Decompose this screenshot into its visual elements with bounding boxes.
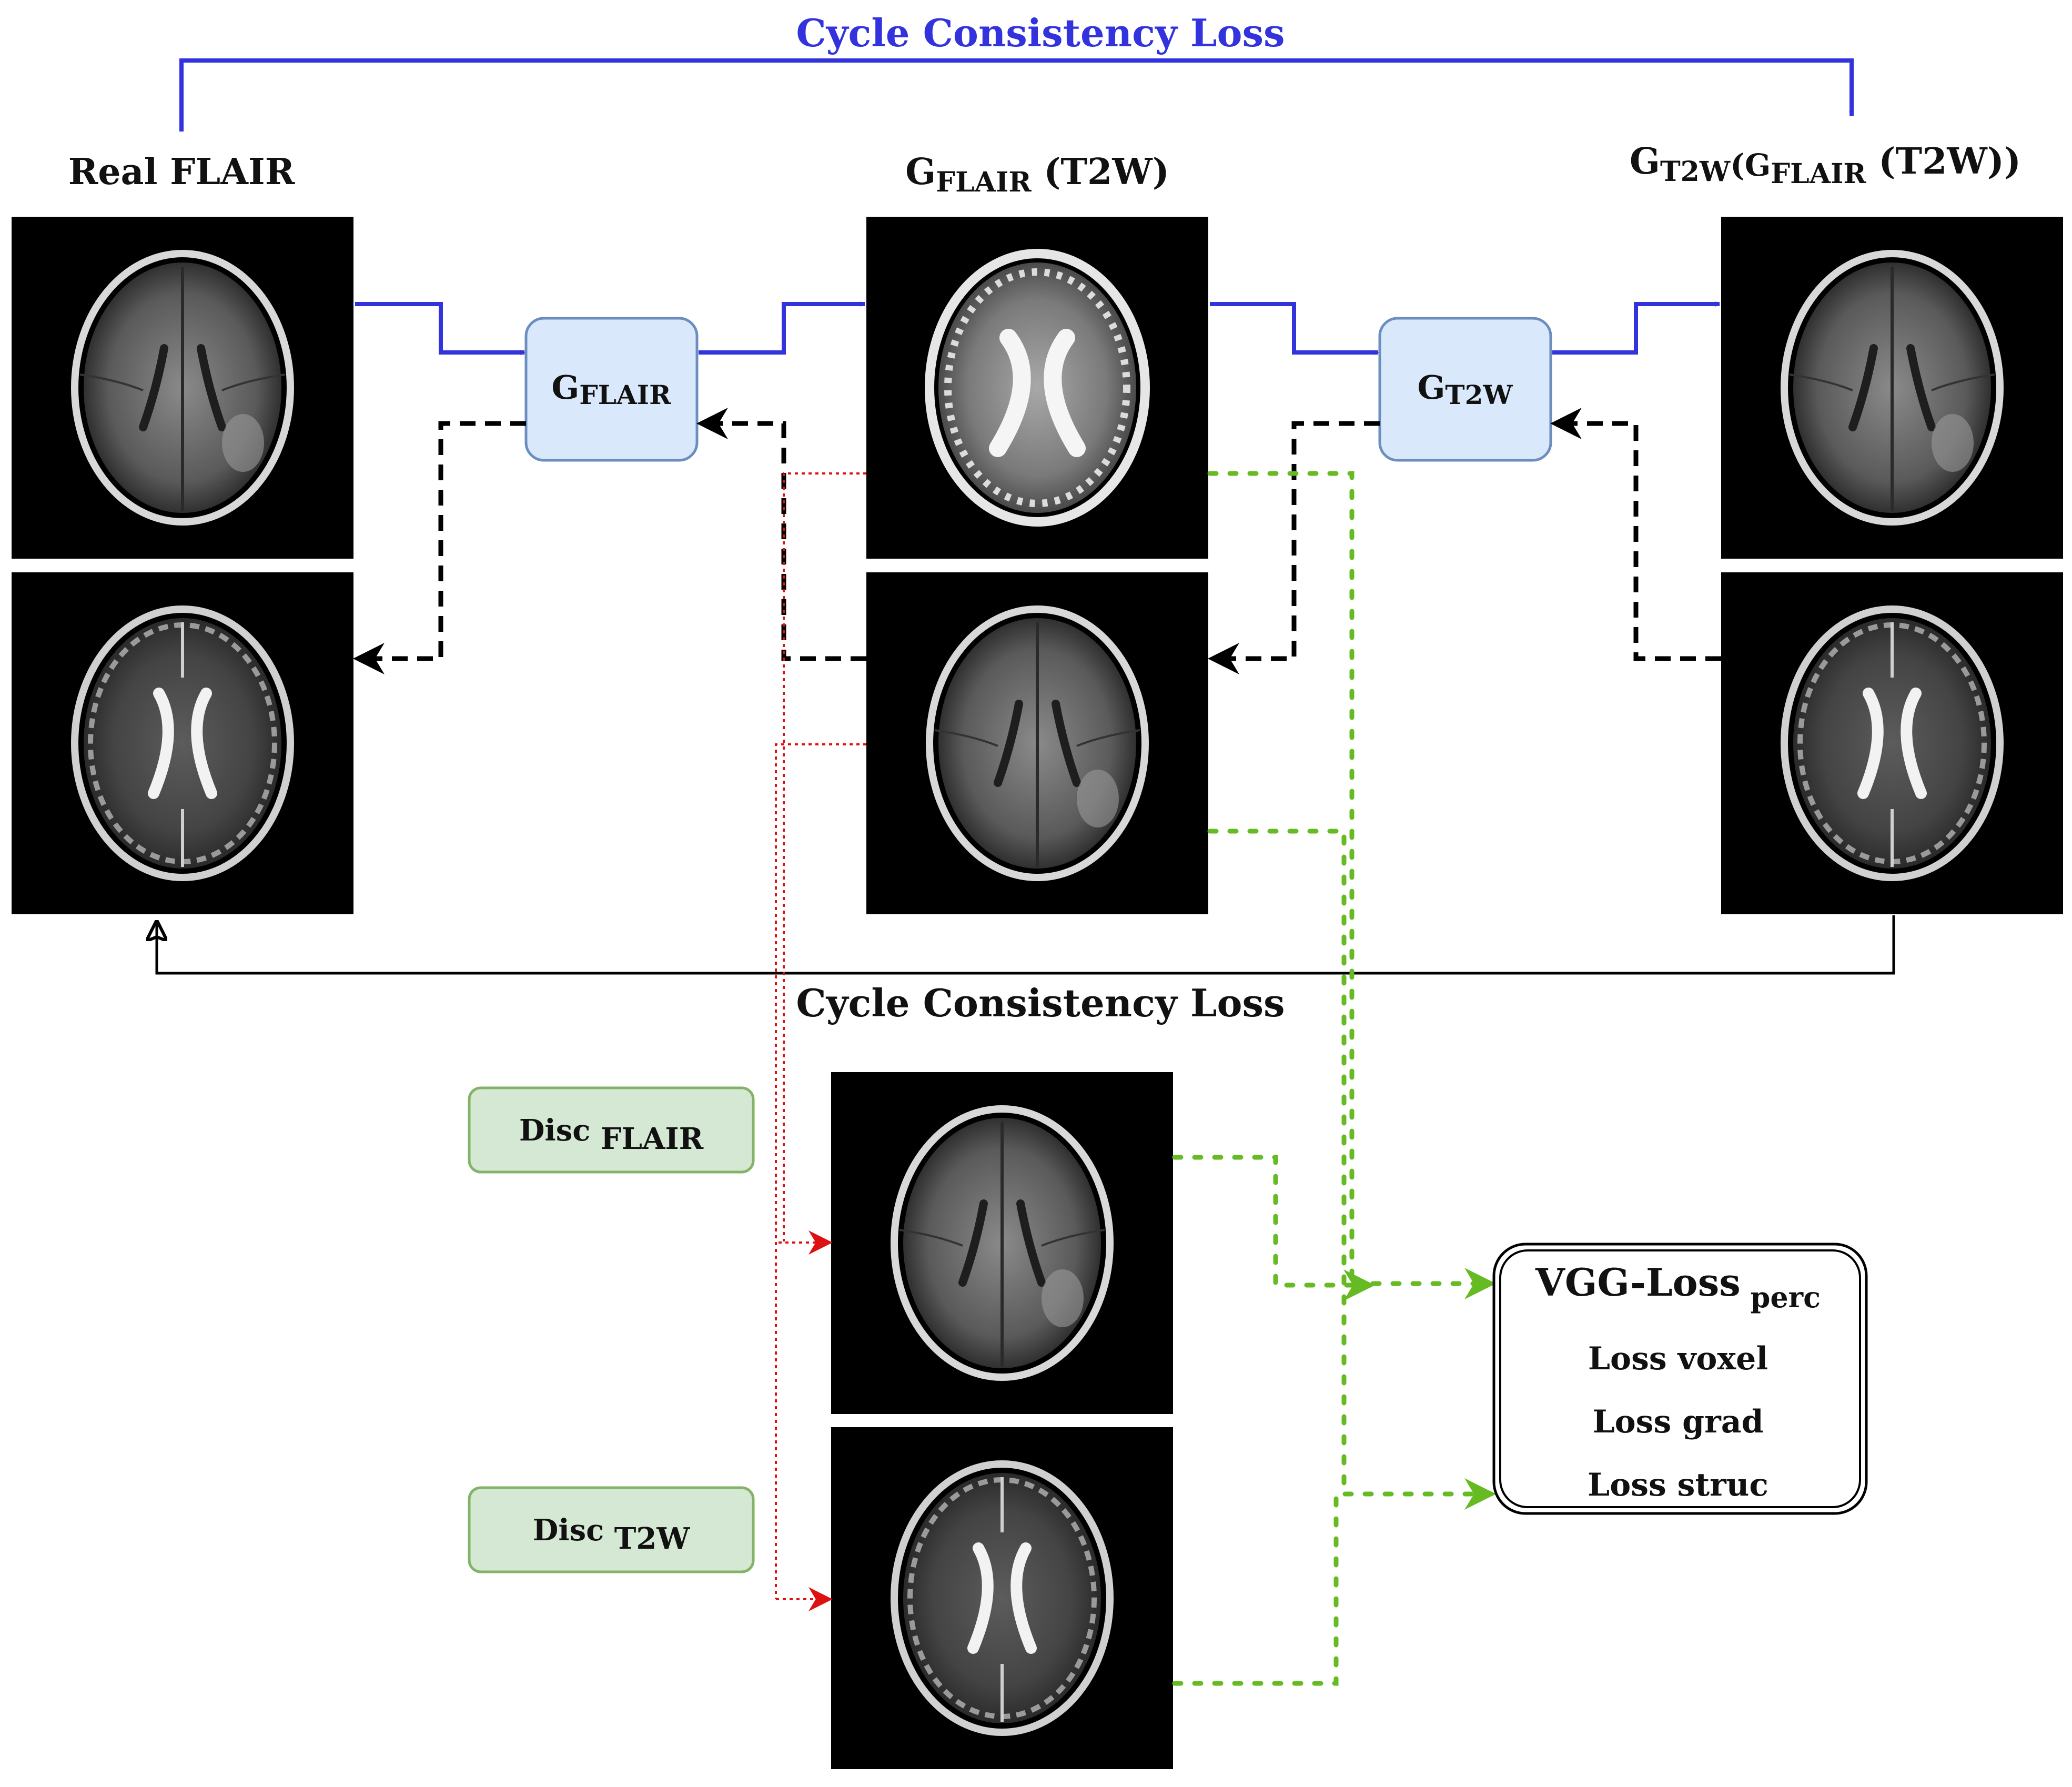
g-t2w-label: GT2W [1417, 368, 1513, 410]
disc-flair-label: Disc FLAIR [519, 1113, 704, 1156]
red-link-gen-t2w [783, 472, 866, 1241]
loss-voxel-label: Loss voxel [1588, 1340, 1768, 1377]
arrow-g-flair-to-gen-t2w [699, 301, 866, 355]
green-link-disc-flair-input [1172, 1155, 1375, 1301]
disc-t2w-label: Disc T2W [533, 1513, 691, 1556]
arrow-real-flair-to-g-flair [355, 302, 525, 355]
arrow-g-t2w-to-gen-flair [1208, 421, 1380, 674]
arrow-gen-t2w-to-g-t2w [1210, 302, 1379, 355]
mri-disc-input-flair [831, 1072, 1173, 1414]
arrow-g-t2w-to-recon-flair [1552, 301, 1721, 355]
top-cycle-loss-label: Cycle Consistency Loss [796, 11, 1285, 55]
arrow-gen-flair-to-g-flair [696, 408, 866, 661]
mri-reconstructed-flair [1721, 217, 2063, 559]
mri-generated-flair [866, 572, 1208, 914]
title-real-flair: Real FLAIR [68, 151, 295, 193]
loss-box-inner [1499, 1249, 1861, 1508]
loss-box-outer [1492, 1243, 1868, 1515]
green-link-disc-t2w-input [1172, 1478, 1496, 1686]
disc-t2w-box [468, 1486, 755, 1573]
g-flair-box [524, 317, 699, 462]
mri-real-flair [12, 217, 353, 559]
mri-generated-t2w [866, 217, 1208, 559]
green-link-gen-t2w [1207, 471, 1355, 1286]
mri-reconstructed-t2w [1721, 572, 2063, 914]
arrow-recon-t2w-to-g-t2w [1550, 408, 1721, 661]
mri-real-t2w [12, 572, 353, 914]
g-flair-label: GFLAIR [551, 368, 671, 410]
bottom-cycle-loss-label: Cycle Consistency Loss [796, 981, 1285, 1025]
bottom-cycle-arrow [157, 915, 1895, 975]
title-g-flair-t2w: GFLAIR (T2W) [905, 151, 1169, 198]
red-link-gen-flair [775, 743, 866, 1599]
green-link-gen-flair [1207, 829, 1347, 1497]
loss-struc-label: Loss struc [1588, 1467, 1768, 1503]
disc-flair-box [468, 1086, 755, 1174]
mri-disc-input-t2w [831, 1427, 1173, 1769]
top-cycle-arrow [179, 58, 1854, 132]
title-g-t2w-g-flair: GT2W(GFLAIR (T2W)) [1630, 140, 2021, 190]
g-t2w-box [1378, 317, 1552, 462]
loss-grad-label: Loss grad [1592, 1404, 1763, 1440]
arrow-g-flair-to-real-t2w [353, 421, 526, 674]
vgg-loss-label: VGG-Loss perc [1535, 1260, 1821, 1314]
